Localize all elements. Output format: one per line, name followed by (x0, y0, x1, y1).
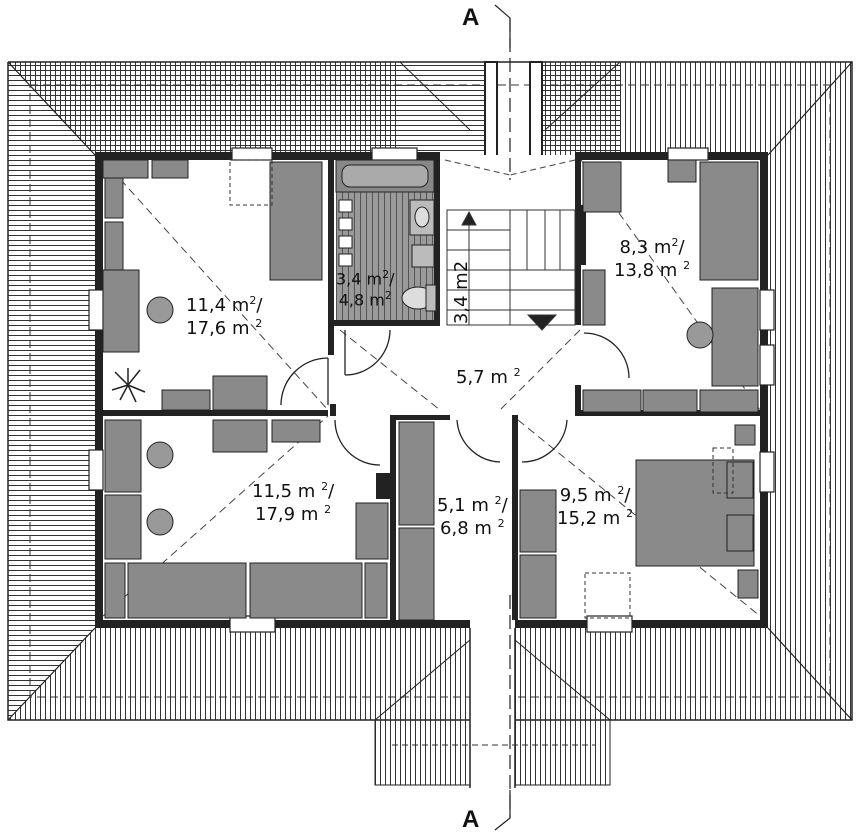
dashed-outlines (229, 159, 734, 619)
door-swings (280, 329, 630, 466)
interior-walls (103, 160, 760, 620)
room-label-hall: 5,7 m 2 (456, 366, 521, 388)
section-line (494, 4, 511, 831)
roof-stacks (484, 61, 543, 158)
room-label-wardrobe: 5,1 m 2/ 6,8 m 2 (437, 494, 508, 539)
section-marker-top: A (462, 4, 480, 31)
room-label-se: 9,5 m 2/ 15,2 m 2 (557, 484, 634, 529)
bathroom-fixtures (335, 159, 437, 320)
dormer-south (374, 628, 611, 788)
chairs (146, 296, 714, 536)
staircase (446, 209, 576, 331)
room-label-ne: 8,3 m2/ 13,8 m 2 (614, 236, 691, 281)
room-label-bathroom: 3,4 m2/ 4,8 m2 (336, 268, 395, 309)
windows (88, 147, 775, 633)
stair-opening (444, 159, 576, 176)
room-diagonals (102, 159, 761, 617)
room-label-nw: 11,4 m2/ 17,6 m 2 (186, 294, 263, 339)
section-marker-bottom: A (462, 806, 480, 833)
roof (7, 61, 853, 721)
room-label-sw: 11,5 m 2/ 17,9 m 2 (252, 480, 335, 525)
furniture (102, 159, 759, 621)
room-label-stairs: 3,4 m2 (451, 260, 473, 325)
plant (111, 368, 146, 403)
